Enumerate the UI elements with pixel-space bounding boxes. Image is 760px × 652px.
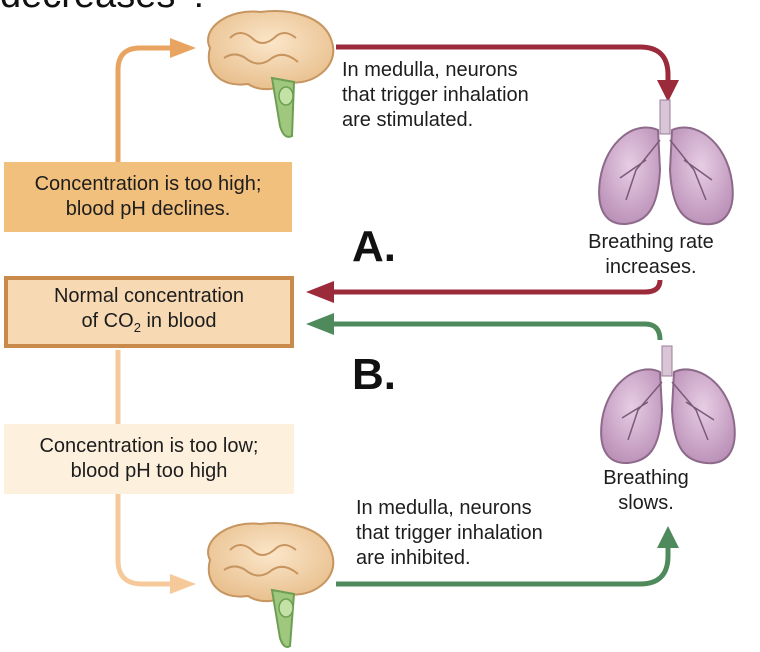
box-normal-line1: Normal concentration (53, 285, 245, 307)
lungs-icon-top (598, 99, 734, 226)
label-a: A. (352, 222, 396, 271)
brain-icon-bottom (207, 522, 335, 648)
box-normal-line2: of CO2 in blood (81, 310, 217, 335)
box-too-high-line2: blood pH declines. (65, 198, 231, 220)
green-arrow-medulla-to-lungs (336, 526, 679, 587)
box-concentration-too-high: Concentration is too high; blood pH decl… (4, 162, 292, 232)
red-arrow-medulla-to-lungs (336, 44, 679, 102)
lungs-icon-bottom (600, 345, 736, 465)
red-arrow-a (306, 279, 663, 303)
box-concentration-too-low: Concentration is too low; blood pH too h… (4, 424, 294, 494)
box-too-high-line1: Concentration is too high; (34, 173, 262, 195)
box-normal-concentration: Normal concentration of CO2 in blood (4, 276, 294, 348)
breathing-rate-increases-text: Breathing rate increases. (588, 231, 714, 278)
orange-arrowhead-top (170, 38, 196, 58)
breathing-slows-text: Breathing slows. (603, 467, 689, 514)
medulla-inhibited-text: In medulla, neurons that trigger inhalat… (356, 497, 543, 569)
box-too-low-line2: blood pH too high (70, 460, 228, 482)
green-arrow-b (306, 313, 663, 341)
brain-icon-top (207, 10, 335, 138)
orange-feedback-path (115, 38, 196, 594)
medulla-stimulated-text: In medulla, neurons that trigger inhalat… (342, 59, 529, 131)
header-fragment: decreases"? (0, 0, 210, 17)
box-too-low-line1: Concentration is too low; (39, 435, 259, 457)
label-b: B. (352, 350, 396, 399)
orange-arrowhead-bottom (170, 574, 196, 594)
